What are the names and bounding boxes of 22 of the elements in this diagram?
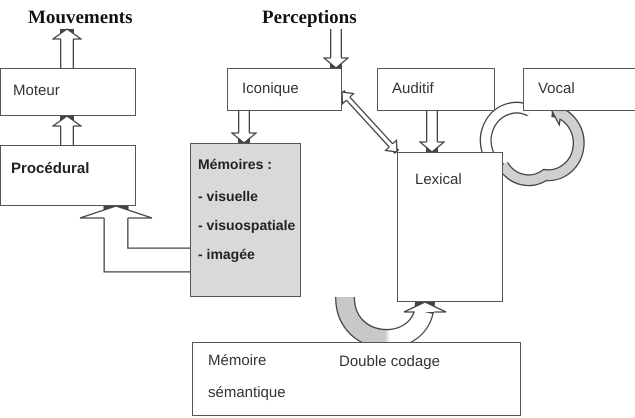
box-label: Auditif bbox=[392, 80, 434, 97]
process-box bbox=[397, 152, 503, 302]
box-label: Double codage bbox=[339, 353, 440, 370]
box-label: Iconique bbox=[242, 80, 299, 97]
box-label: Moteur bbox=[13, 82, 60, 99]
process-box bbox=[192, 342, 521, 416]
heading-text: Perceptions bbox=[262, 7, 357, 29]
box-label: Procédural bbox=[11, 160, 90, 177]
process-box bbox=[227, 68, 342, 111]
box-label: Lexical bbox=[415, 171, 462, 188]
heading-text: Mouvements bbox=[28, 7, 132, 29]
box-heading: Mémoires : bbox=[198, 156, 272, 172]
list-item: - visuospatiale bbox=[198, 217, 296, 233]
box-label: Mémoire sémantique bbox=[208, 351, 287, 403]
list-item: - visuelle bbox=[198, 188, 258, 204]
process-box bbox=[377, 68, 495, 111]
list-item: - imagée bbox=[198, 246, 255, 262]
memory-box bbox=[190, 143, 301, 297]
process-box bbox=[523, 68, 635, 111]
process-box bbox=[0, 68, 136, 116]
process-box bbox=[0, 145, 136, 206]
box-label: Vocal bbox=[538, 80, 575, 97]
